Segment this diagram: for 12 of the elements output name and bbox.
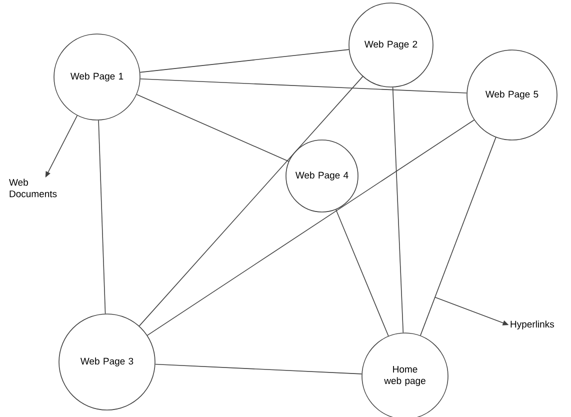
link-line bbox=[138, 76, 364, 326]
node-label: Web Documents bbox=[9, 178, 57, 198]
link-line bbox=[392, 86, 404, 334]
link-line bbox=[136, 94, 290, 162]
link-line bbox=[140, 78, 468, 94]
link-line bbox=[154, 364, 362, 374]
link-line bbox=[147, 120, 474, 336]
link-line bbox=[336, 209, 389, 336]
link-line bbox=[420, 137, 496, 336]
link-line bbox=[98, 120, 106, 314]
link-line bbox=[140, 49, 350, 73]
node-label: Hyperlinks bbox=[510, 320, 554, 330]
